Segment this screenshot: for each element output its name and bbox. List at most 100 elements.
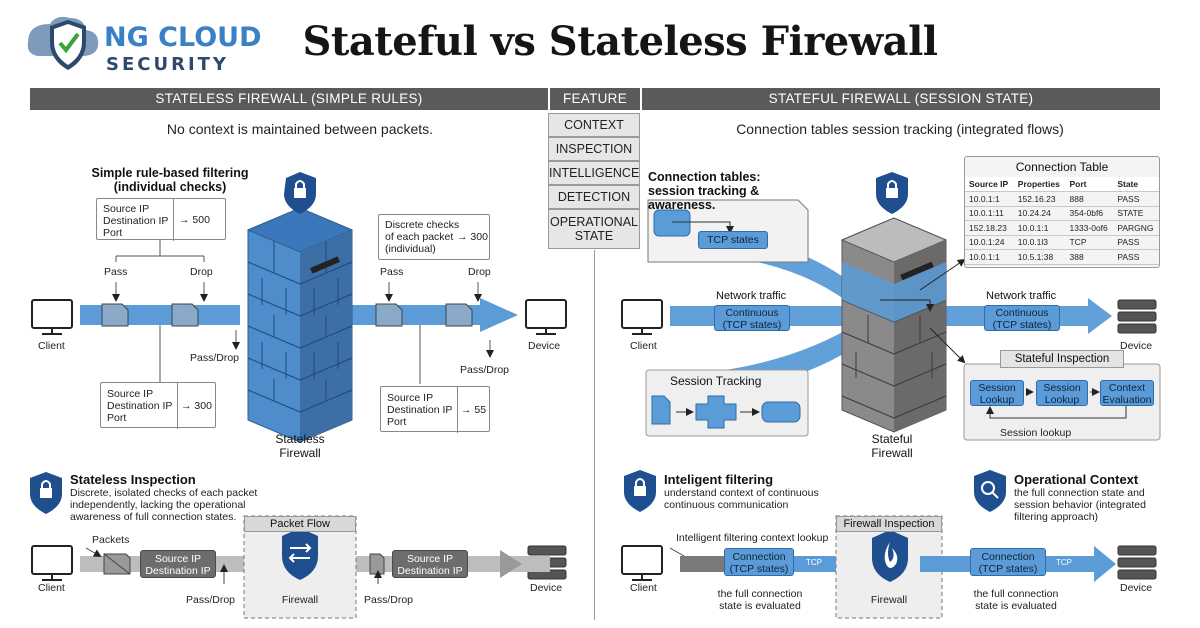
rule-box-2-value: → 300 [181, 400, 212, 412]
stateless-firewall-tower [246, 207, 354, 443]
table-cell: 888 [1065, 191, 1114, 207]
tcp-label-1: TCP [806, 558, 822, 567]
feature-intelligence: INTELLIGENCE [548, 161, 640, 185]
table-cell: TCP [1065, 235, 1114, 250]
session-lookup-2: Session Lookup [1036, 380, 1088, 406]
rule-box-1-fields: Source IP Destination IP Port [103, 203, 169, 239]
network-traffic-right: Network traffic [986, 290, 1057, 302]
stateless-flow-pass-drop-1: Pass/Drop [186, 594, 236, 606]
rule-box-1-value: → 500 [179, 214, 210, 226]
stateful-firewall-label: Stateful Firewall [871, 432, 913, 460]
table-cell: 10.0.1:1 [965, 191, 1014, 207]
table-cell: 10.0.1:24 [965, 235, 1014, 250]
stateful-flow-client: Client [630, 582, 657, 594]
connection-table-header: Port [1065, 177, 1114, 192]
intelligent-filtering-text: understand context of continuous continu… [664, 487, 819, 511]
stateful-subtitle: Connection tables session tracking (inte… [736, 121, 1064, 137]
stateful-device-label: Device [1120, 340, 1153, 352]
label-drop-1: Drop [190, 266, 213, 278]
table-cell: 10.0.1l3 [1013, 235, 1066, 250]
stateful-firewall-tower [840, 217, 948, 433]
server-icons [527, 299, 1157, 580]
operational-context-heading: Operational Context [1014, 472, 1139, 487]
rule-box-4-fields: Source IP Destination IP Port [387, 392, 453, 428]
stateless-flow-device: Device [530, 582, 563, 594]
rule-box-4: Source IP Destination IP Port → 55 [380, 386, 490, 433]
label-drop-2: Drop [468, 266, 491, 278]
lock-shield-stateless [284, 172, 316, 214]
discrete-box-value: → 300 [457, 231, 488, 243]
tcp-label-2: TCP [1056, 558, 1072, 567]
table-cell: PASS [1113, 235, 1159, 250]
table-cell: 10.5.1:38 [1013, 249, 1066, 265]
stateless-subtitle: No context is maintained between packets… [166, 121, 434, 137]
table-cell: 388 [1065, 249, 1114, 265]
stateful-client-label: Client [630, 340, 657, 352]
label-pass-drop-1: Pass/Drop [190, 352, 240, 364]
discrete-box-fields: Discrete checks of each packet (individu… [385, 219, 460, 255]
label-packets: Packets [92, 534, 130, 546]
rule-box-4-value: → 55 [461, 404, 487, 416]
packet-flow-title: Packet Flow [244, 516, 356, 532]
stateless-flow-pass-drop-2: Pass/Drop [364, 594, 414, 606]
evaluated-label-1: the full connection state is evaluated [717, 588, 803, 612]
stateful-flow-firewall: Firewall [870, 594, 908, 606]
label-pass-2: Pass [380, 266, 404, 278]
stateless-flow-box-2: Source IP Destination IP [392, 550, 468, 578]
firewall-inspection-title: Firewall Inspection [836, 516, 942, 532]
stateless-band: STATELESS FIREWALL (SIMPLE RULES) [30, 88, 548, 110]
feature-detection: DETECTION [548, 185, 640, 209]
rule-box-2: Source IP Destination IP Port → 300 [100, 382, 216, 429]
table-cell: 152.18.23 [965, 220, 1014, 236]
rule-box-1: Source IP Destination IP Port → 500 [96, 198, 226, 241]
logo [20, 12, 104, 80]
lock-shield-stateful [876, 172, 908, 214]
feature-operational-state: OPERATIONAL STATE [548, 209, 640, 249]
stateless-inspection-heading: Stateless Inspection [70, 472, 196, 487]
magnifier-shield-icon [974, 470, 1006, 512]
continuous-right-box: Continuous (TCP states) [984, 305, 1060, 331]
table-cell: 10.24.24 [1013, 206, 1066, 221]
rule-box-2-fields: Source IP Destination IP Port [107, 388, 173, 424]
intelligent-lookup-label: Intelligent filtering context lookup [676, 532, 829, 544]
center-divider [594, 250, 595, 620]
table-cell: 1333-0of6 [1065, 220, 1114, 236]
logo-line2: SECURITY [106, 54, 229, 75]
operational-context-text: the full connection state and session be… [1014, 487, 1146, 523]
stateless-rule-heading: Simple rule-based filtering (individual … [91, 166, 249, 194]
discrete-box: Discrete checks of each packet (individu… [378, 214, 490, 260]
session-lookup-1: Session Lookup [970, 380, 1024, 406]
label-client-1: Client [38, 340, 65, 352]
connection-table-header: Source IP [965, 177, 1014, 192]
stateless-flow-box-1: Source IP Destination IP [140, 550, 216, 578]
stateful-band: STATEFUL FIREWALL (SESSION STATE) [642, 88, 1160, 110]
network-traffic-left: Network traffic [716, 290, 787, 302]
stateful-flow-device: Device [1120, 582, 1153, 594]
table-cell: 10.0.1:1 [1013, 220, 1066, 236]
table-cell: PASS [1113, 191, 1159, 207]
table-cell: 152.16.23 [1013, 191, 1066, 207]
label-pass-drop-2: Pass/Drop [460, 364, 510, 376]
table-cell: PARGNG [1113, 220, 1159, 236]
feature-band: FEATURE [550, 88, 640, 110]
context-evaluation: Context Evaluation [1100, 380, 1154, 406]
lock-shield-stateless-inspection [30, 472, 62, 514]
logo-line1: NG CLOUD [104, 22, 262, 53]
stateless-firewall-label: Stateless Firewall [275, 432, 325, 460]
feature-context: CONTEXT [548, 113, 640, 137]
session-lookup-loop-label: Session lookup [1000, 427, 1072, 439]
intelligent-filtering-heading: Inteligent filtering [664, 472, 774, 487]
feature-inspection: INSPECTION [548, 137, 640, 161]
connection-tables-heading: Connection tables: session tracking & aw… [648, 170, 761, 212]
stateful-flow-box-1: Connection (TCP states) [724, 548, 794, 576]
evaluated-label-2: the full connection state is evaluated [973, 588, 1059, 612]
table-cell: 10.0.1:1 [965, 249, 1014, 265]
stateless-inspection-text: Discrete, isolated checks of each packet… [70, 487, 258, 523]
connection-table-header: Properties [1013, 177, 1066, 192]
